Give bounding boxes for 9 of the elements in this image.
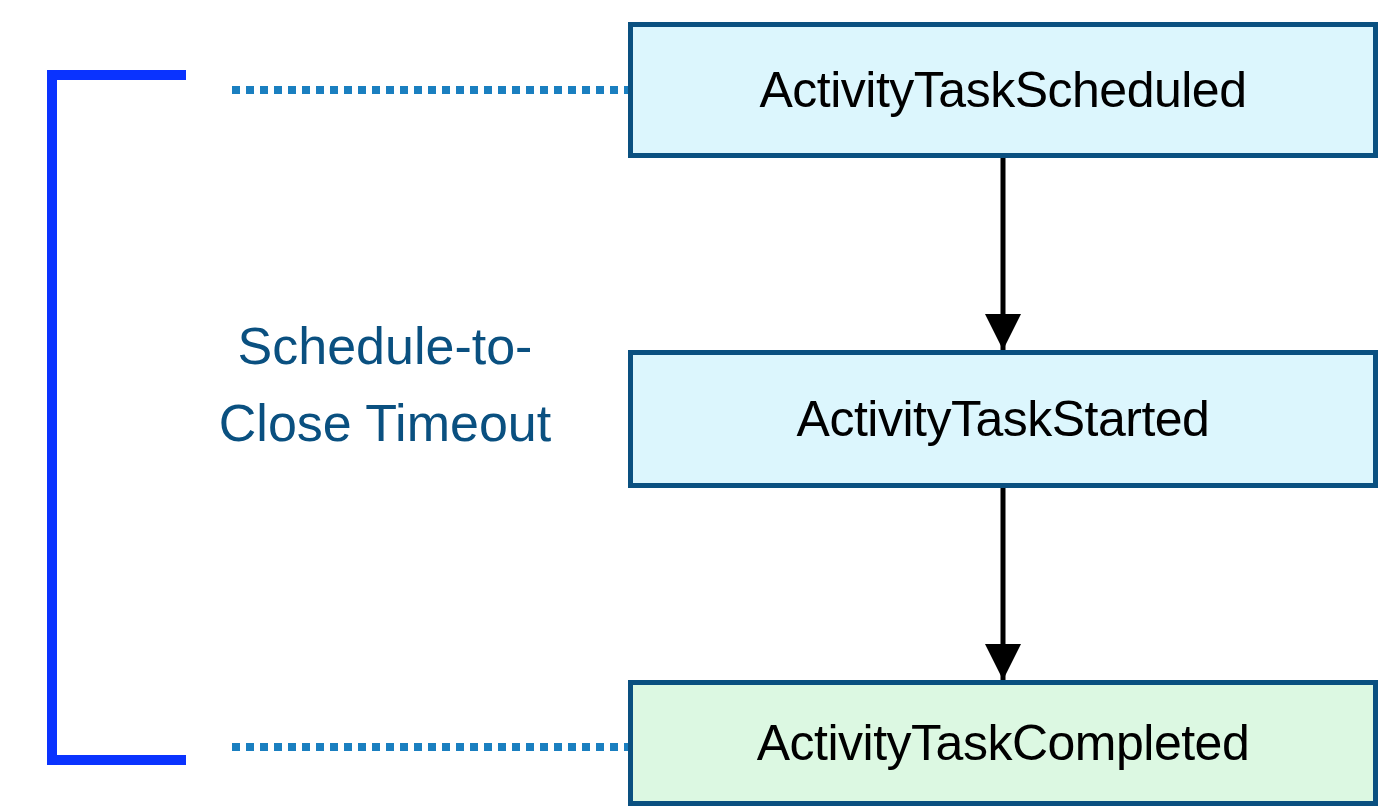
arrow bbox=[985, 158, 1021, 350]
event-box bbox=[628, 680, 1378, 806]
event-name: ActivityTaskStarted bbox=[796, 390, 1210, 448]
event-name: ActivityTaskCompleted bbox=[756, 714, 1250, 772]
arrow bbox=[985, 488, 1021, 680]
event-box bbox=[628, 350, 1378, 488]
timeout-label: Schedule-to-Close Timeout bbox=[217, 316, 553, 454]
event-box bbox=[628, 22, 1378, 158]
event-name: ActivityTaskScheduled bbox=[759, 61, 1247, 119]
